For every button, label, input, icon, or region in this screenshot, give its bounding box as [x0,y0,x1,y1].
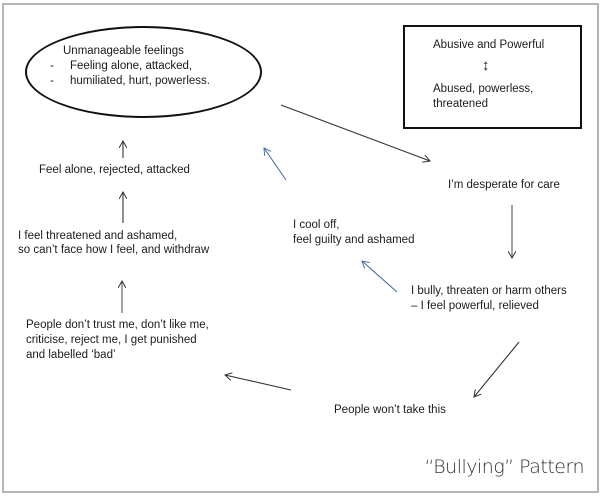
node-feel-alone: Feel alone, rejected, attacked [39,164,190,176]
double-arrow-icon: ↕ [482,57,490,74]
ellipse-bullet-text: Feeling alone, attacked, [70,60,193,72]
node-people-reject-line3: and labelled ‘bad’ [26,349,116,361]
edge-wont-take-to-people-reject [225,375,292,391]
ellipse-bullet-marker: - [50,75,54,87]
node-bully-line1: I bully, threaten or harm others [411,285,567,297]
ellipse-bullet-text: humiliated, hurt, powerless. [70,75,210,87]
edge-cool-off-to-ellipse [264,148,287,181]
ellipse-heading: Unmanageable feelings [63,45,184,57]
node-people-reject-line2: criticise, reject me, I get punished [26,334,197,346]
ellipse-bullet-marker: - [50,60,54,72]
edge-bully-to-cool-off [362,261,398,293]
legend-bottom-label-line1: Abused, powerless, [433,83,534,95]
node-cool-off-line1: I cool off, [293,219,340,231]
node-people-wont-take-this: People won’t take this [334,404,446,416]
node-people-reject-line1: People don’t trust me, don’t like me, [26,319,209,331]
node-threatened-line1: I feel threatened and ashamed, [18,230,178,242]
node-threatened-line2: so can’t face how I feel, and withdraw [18,244,210,256]
legend-box [403,25,582,129]
unmanageable-feelings-ellipse [25,26,262,118]
node-bully-line2: – I feel powerful, relieved [411,300,539,312]
node-cool-off-line2: feel guilty and ashamed [293,234,415,246]
legend-bottom-label-line2: threatened [433,98,488,110]
node-desperate-for-care: I’m desperate for care [448,179,560,191]
diagram-title: “Bullying” Pattern [424,456,584,478]
legend-top-label: Abusive and Powerful [433,39,545,51]
edge-bully-to-wont-take [474,341,520,397]
edge-ellipse-to-desperate [280,104,430,161]
